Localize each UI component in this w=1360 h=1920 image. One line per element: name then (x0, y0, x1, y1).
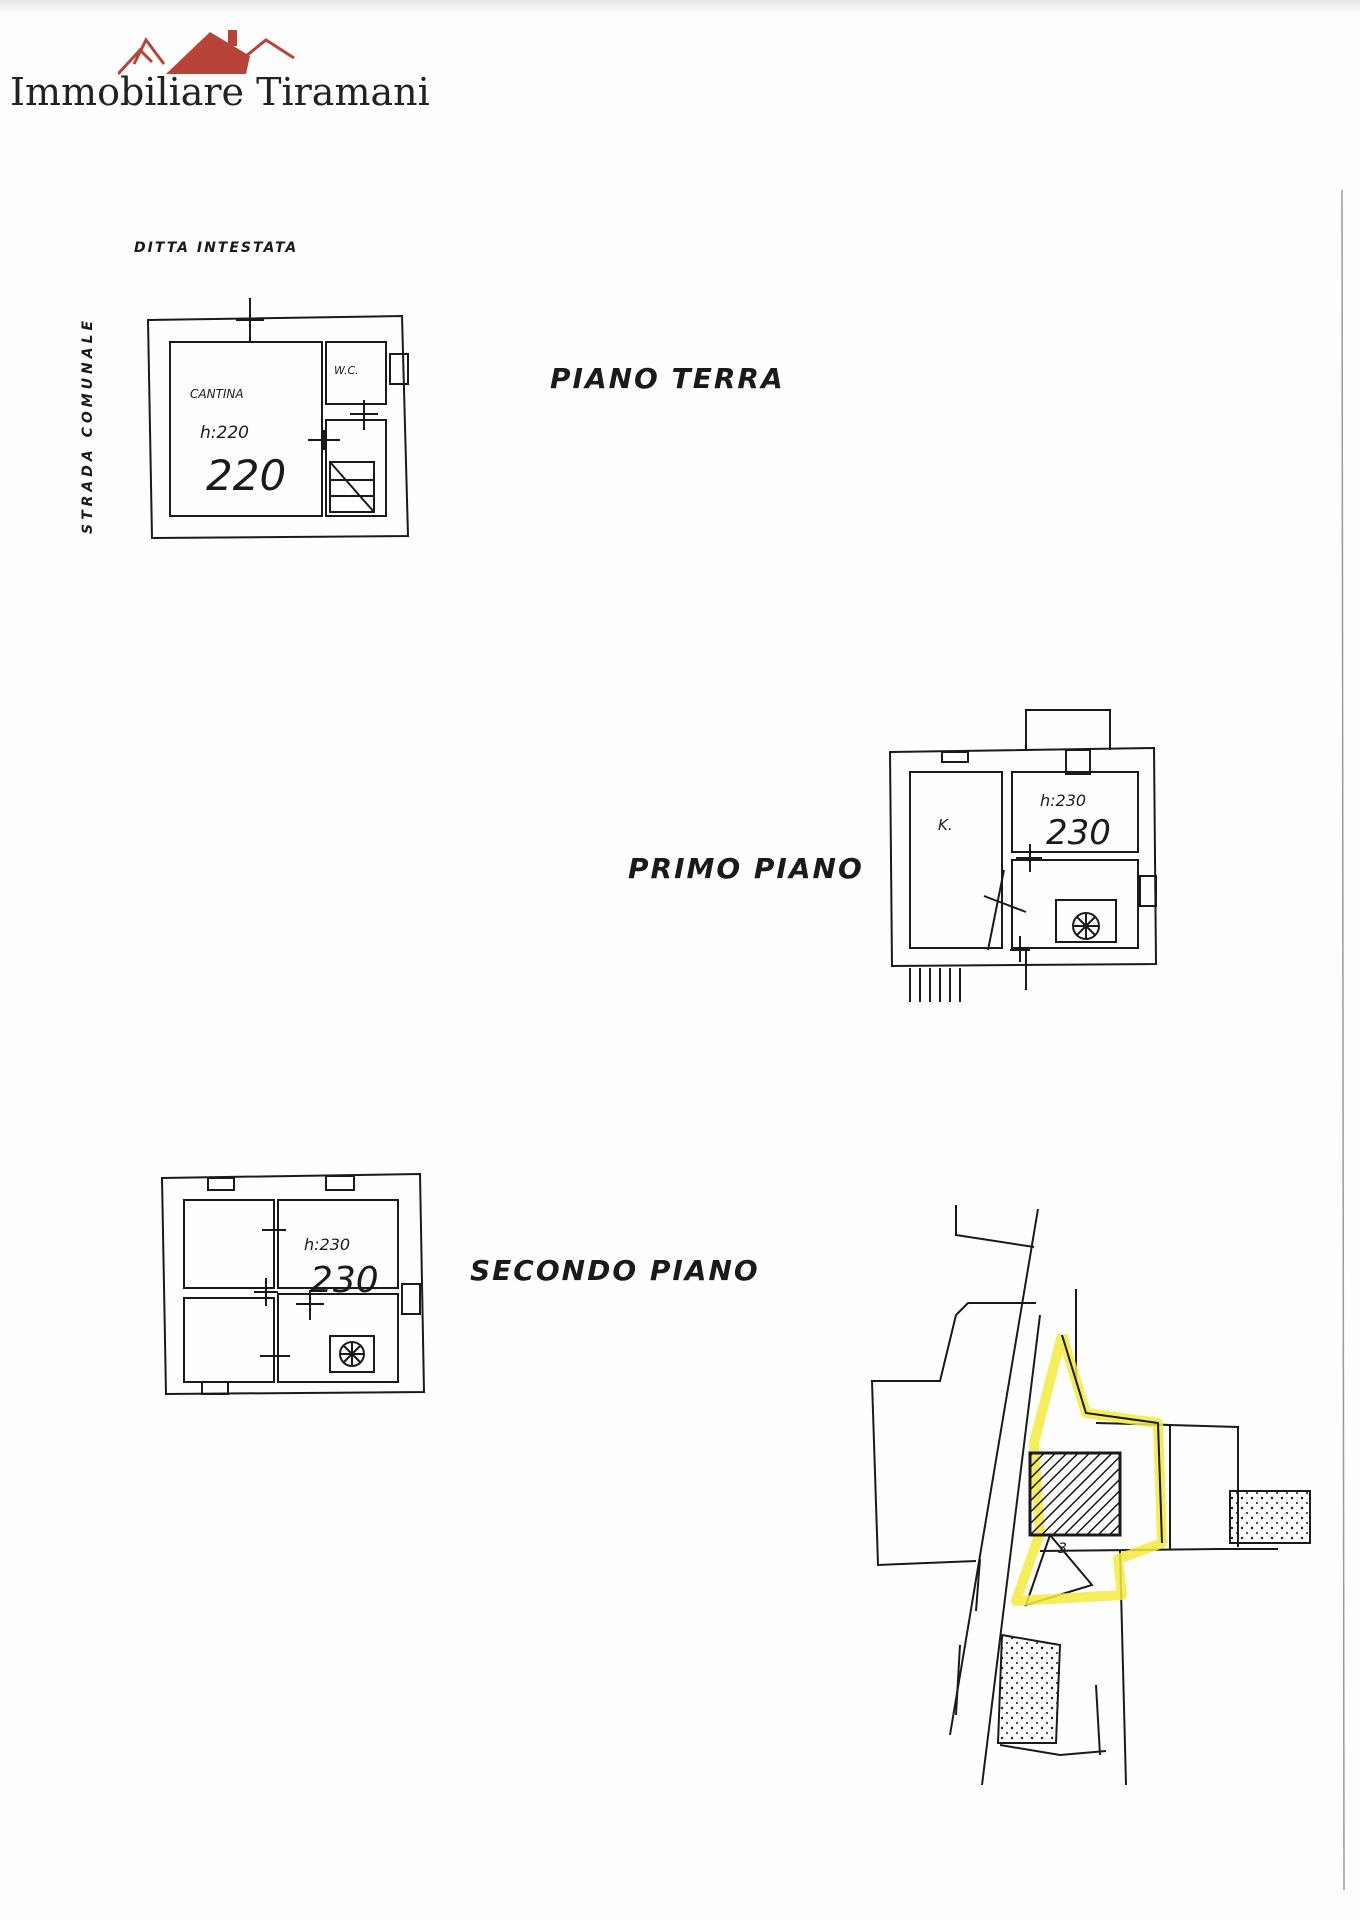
primo-piano-plan: K. h:230 230 (888, 709, 1158, 1002)
subject-building-hatched (1028, 1451, 1122, 1537)
piano-terra-plan: CANTINA W.C. h:220 220 (146, 298, 410, 540)
brand-name: Immobiliare Tiramani (10, 70, 430, 114)
wc-label: W.C. (334, 364, 359, 377)
primo-height-value: 230 (1046, 813, 1111, 853)
primo-piano-title: PRIMO PIANO (628, 852, 864, 885)
scan-edge-lines (1341, 190, 1345, 1890)
secondo-piano-plan: h:230 230 (160, 1172, 426, 1396)
ditta-intestata-note: DITTA INTESTATA (134, 240, 299, 256)
parcel-number-label: 3 (1058, 1541, 1067, 1557)
scan-edge-shadow (0, 0, 1360, 14)
cantina-label: CANTINA (190, 387, 244, 401)
adjacent-building-south (996, 1633, 1062, 1744)
roof-logo-icon (118, 30, 295, 76)
strada-comunale-note: STRADA COMUNALE (80, 316, 96, 534)
secondo-piano-title: SECONDO PIANO (470, 1254, 760, 1287)
site-location-map: 3 (870, 1205, 1311, 1786)
piano-terra-title: PIANO TERRA (550, 362, 785, 395)
secondo-height-label: h:230 (304, 1235, 350, 1254)
terra-height-value: 220 (206, 451, 286, 500)
adjacent-building-east (1229, 1490, 1311, 1544)
kitchen-label: K. (938, 816, 953, 834)
secondo-height-value: 230 (310, 1260, 379, 1301)
terra-height-label: h:220 (200, 423, 249, 443)
primo-height-label: h:230 (1040, 791, 1086, 810)
